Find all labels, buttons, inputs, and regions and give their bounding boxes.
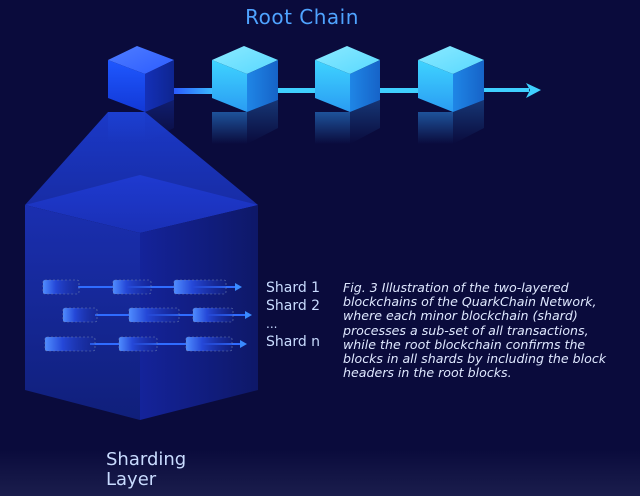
shard-label-n: Shard n [266, 334, 321, 350]
shard-label-1: Shard 1 [266, 280, 321, 296]
shard-n-chain [44, 336, 247, 352]
root-block-2 [212, 46, 278, 144]
root-block-3 [315, 46, 380, 144]
big-cube-top [25, 175, 258, 233]
root-block-1 [108, 46, 174, 142]
shard-block [173, 279, 227, 295]
shard-chains [42, 279, 252, 352]
shard-2-chain [62, 307, 252, 323]
root-chain-title: Root Chain [245, 5, 359, 29]
shard-block [42, 279, 80, 295]
shard-block [185, 336, 233, 352]
root-chain-link [378, 88, 422, 93]
root-chain-arrowhead [526, 83, 541, 98]
root-chain-link [481, 88, 529, 92]
shard-block [118, 336, 158, 352]
shard-block [112, 279, 152, 295]
shard-block [62, 307, 98, 323]
root-chain-link [276, 88, 320, 93]
bottom-glow [0, 450, 640, 496]
root-block-4 [418, 46, 484, 144]
shard-1-chain [42, 279, 242, 295]
sharding-layer-label: Sharding Layer [106, 449, 187, 490]
root-chain-link [172, 88, 222, 94]
shard-block [44, 336, 96, 352]
sharding-layer-cube [25, 175, 258, 420]
figure-caption: Fig. 3 Illustration of the two-layered b… [343, 280, 607, 381]
shard-block [192, 307, 234, 323]
root-chain-links [172, 83, 541, 98]
shard-block [128, 307, 180, 323]
projection-beam [25, 112, 258, 205]
shard-label-2: Shard 2 [266, 298, 321, 314]
shard-label-ellipsis: ... [266, 317, 278, 331]
